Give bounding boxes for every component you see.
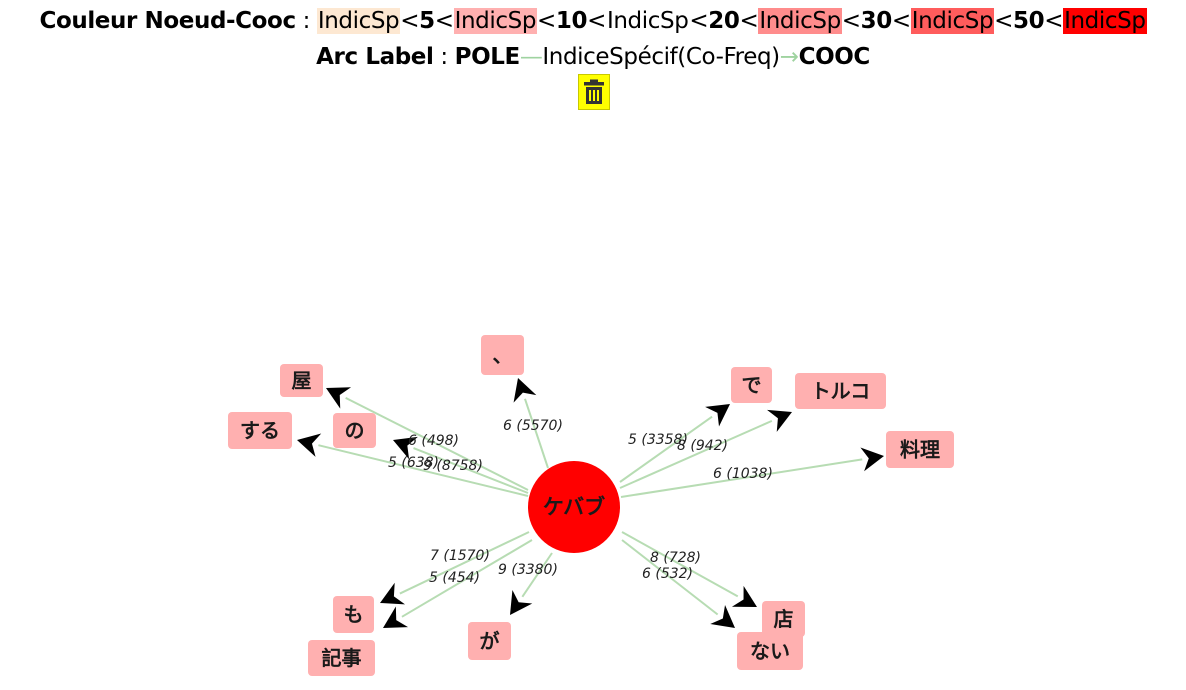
node-box-mo (333, 596, 374, 633)
trash-icon (584, 79, 604, 104)
node-label-ga: が (480, 629, 500, 653)
center-node[interactable]: ケバブ (528, 461, 620, 553)
edge-labels-layer: 6 (5570)6 (498)9 (8758)5 (638)5 (3358)8 … (388, 418, 773, 586)
node-label-suru: する (240, 419, 280, 443)
arrowhead-de (705, 404, 730, 427)
edge-label-kiji: 5 (454) (429, 570, 480, 586)
edge-label-suru: 5 (638) (388, 455, 439, 471)
edge-label-mise: 8 (728) (650, 550, 701, 566)
node-label-mise: 店 (774, 607, 794, 631)
node-label-toruko: トルコ (811, 379, 871, 403)
node-kiji[interactable]: 記事 (308, 640, 375, 676)
edge-ryouri (620, 458, 863, 498)
arrowhead-comma (513, 378, 537, 403)
node-ryouri[interactable]: 料理 (886, 431, 954, 468)
node-box-de (731, 367, 772, 403)
node-box-ga (468, 622, 511, 660)
node-label-no: の (345, 419, 365, 443)
edge-ga (521, 552, 553, 598)
edge-kiji (401, 539, 533, 618)
arrowhead-ya (326, 387, 352, 409)
node-box-ya (280, 364, 323, 397)
edges-layer (297, 378, 884, 628)
edge-nai (621, 539, 719, 616)
edge-label-nai: 6 (532) (642, 566, 693, 582)
edge-mo (399, 531, 530, 595)
arrowhead-mise (731, 585, 757, 607)
node-box-no (333, 413, 376, 448)
node-nai[interactable]: ない (737, 632, 803, 670)
arrowhead-no (393, 436, 418, 460)
edge-label-comma: 6 (5570) (503, 418, 563, 434)
edge-ya (345, 397, 529, 491)
node-label-nai: ない (750, 639, 790, 663)
arc-label-legend-title: Arc Label (316, 44, 434, 70)
arrowhead-ryouri (860, 447, 884, 472)
edge-label-mo: 7 (1570) (430, 548, 490, 564)
arrowhead-suru (297, 433, 322, 457)
edge-comma (524, 398, 549, 469)
edge-label-ryouri: 6 (1038) (713, 466, 773, 482)
node-label-ya: 屋 (292, 369, 312, 393)
legend-swatch-5: IndicSp (910, 8, 995, 34)
node-ga[interactable]: が (468, 622, 511, 660)
node-label-comma: 、 (493, 343, 513, 367)
arrowhead-nai (710, 605, 735, 628)
edge-label-toruko: 8 (942) (677, 438, 728, 454)
node-label-ryouri: 料理 (900, 438, 940, 462)
node-box-comma (481, 335, 524, 375)
node-suru[interactable]: する (228, 412, 292, 449)
delete-button[interactable] (578, 74, 610, 110)
legend-swatch-4: IndicSp (758, 8, 842, 34)
edge-label-ya: 6 (498) (408, 433, 459, 449)
legend-swatch-6: IndicSp (1063, 8, 1147, 34)
arrowhead-mo (380, 582, 406, 605)
edge-no (413, 447, 529, 494)
legend-swatch-2: IndicSp (453, 8, 538, 34)
node-box-toruko (795, 373, 886, 409)
edge-label-ga: 9 (3380) (498, 562, 558, 578)
edge-toruko (619, 419, 773, 489)
node-ya[interactable]: 屋 (280, 364, 323, 397)
arrowhead-kiji (383, 606, 409, 628)
node-mise[interactable]: 店 (762, 601, 805, 637)
node-label-de: で (742, 373, 762, 397)
node-box-nai (737, 632, 803, 670)
node-label-kiji: 記事 (322, 646, 362, 670)
node-box-mise (762, 601, 805, 637)
arrowhead-ga (510, 590, 533, 615)
legend-swatch-1: IndicSp (316, 8, 401, 34)
node-box-kiji (308, 640, 375, 676)
edge-suru (318, 444, 529, 497)
node-box-ryouri (886, 431, 954, 468)
center-node-circle (528, 461, 620, 553)
node-color-legend: Couleur Noeud-Cooc : IndicSp<5<IndicSp<1… (39, 8, 1147, 34)
node-no[interactable]: の (333, 413, 376, 448)
edge-label-de: 5 (3358) (628, 432, 688, 448)
node-de[interactable]: で (731, 367, 772, 403)
arc-label-legend: Arc Label : POLE—IndiceSpécif(Co-Freq)→C… (316, 44, 870, 70)
node-box-suru (228, 412, 292, 449)
edge-label-no: 9 (8758) (423, 458, 483, 474)
node-label-mo: も (344, 603, 364, 627)
legend-swatch-3: IndicSp (607, 8, 689, 34)
node-mo[interactable]: も (333, 596, 374, 633)
edge-de (619, 415, 713, 483)
node-color-legend-title: Couleur Noeud-Cooc (39, 8, 296, 34)
node-toruko[interactable]: トルコ (795, 373, 886, 409)
node-comma[interactable]: 、 (481, 335, 524, 375)
arrowhead-toruko (767, 409, 792, 432)
edge-mise (621, 531, 739, 598)
center-node-label: ケバブ (543, 495, 605, 519)
